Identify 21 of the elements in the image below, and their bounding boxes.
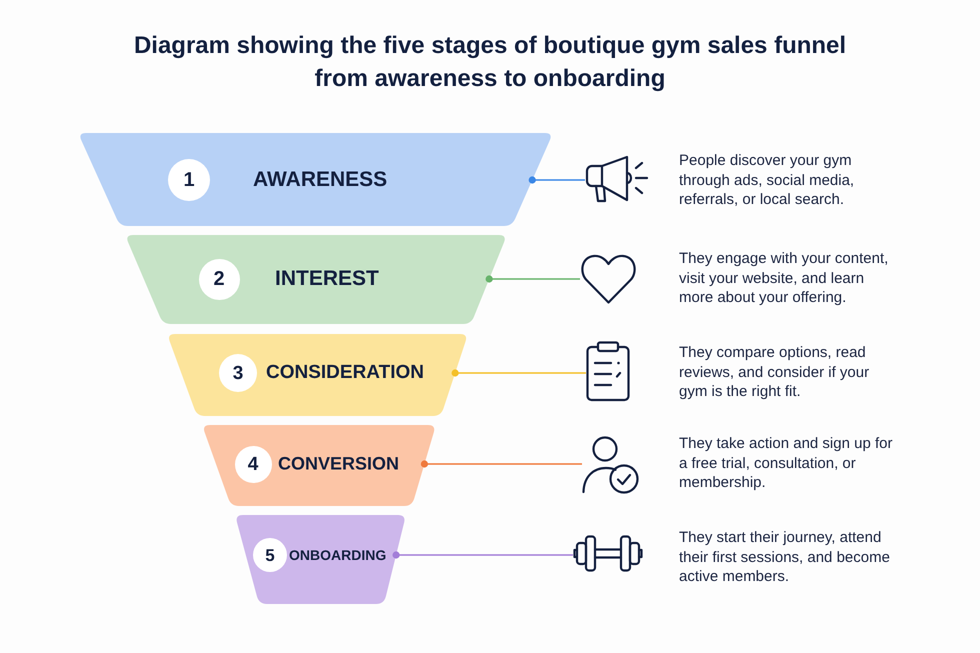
funnel-stage	[202, 425, 436, 506]
person-check-icon	[582, 436, 639, 494]
stage-label: INTEREST	[275, 266, 379, 292]
heart-icon	[580, 253, 637, 305]
stage-label: AWARENESS	[253, 168, 388, 192]
stage-label: ONBOARDING	[289, 546, 386, 564]
diagram-title: Diagram showing the five stages of boutique gym sales funnel from awareness to onboarding	[132, 31, 848, 94]
stage-label: CONVERSION	[278, 454, 400, 474]
stage-description: They start their journey, attend their first sessions, and become active members.	[679, 528, 891, 586]
funnel-stage	[167, 334, 468, 416]
funnel-stage	[78, 133, 553, 226]
stage-description: People discover your gym through ads, social media, referrals, or local search.	[679, 151, 856, 210]
funnel-stage	[235, 515, 406, 604]
stage-description: They compare options, read reviews, and consider if your gym is the right fit.	[679, 343, 870, 402]
funnel-stage	[125, 235, 507, 324]
dumbbell-icon	[573, 535, 643, 572]
stage-description: They take action and sign up for a free trial, consultation, or membership.	[679, 434, 894, 492]
megaphone-icon	[585, 155, 650, 203]
clipboard-icon	[586, 341, 630, 402]
stage-label: CONSIDERATION	[266, 362, 424, 384]
stage-description: They engage with your content, visit your website, and learn more about your offering.	[679, 249, 890, 308]
